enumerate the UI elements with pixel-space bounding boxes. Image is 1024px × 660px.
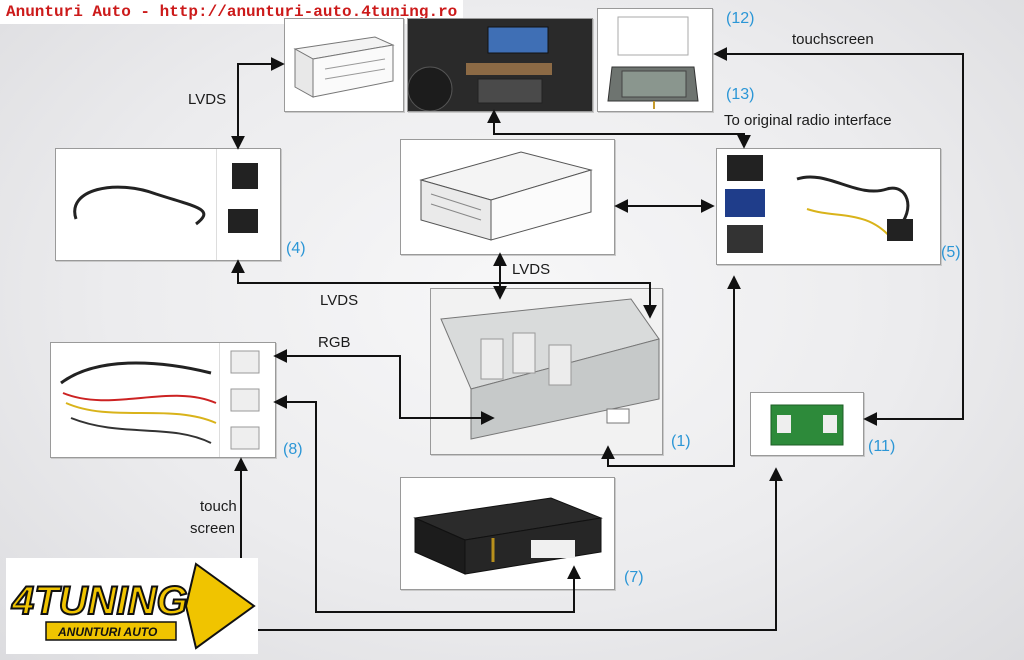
label-rgb: RGB [318,334,351,351]
video-interface-box [400,139,615,255]
label-to-original-radio: To original radio interface [724,112,892,129]
label-lvds-top: LVDS [188,91,227,108]
number-8: (8) [283,441,303,458]
wire-touch-screen [234,457,783,631]
4tuning-logo[interactable]: 4TUNING ANUNTURI AUTO [6,558,258,654]
touch-panel-image [607,16,699,109]
number-12: (12) [726,10,755,27]
svg-text:4TUNING: 4TUNING [11,579,188,623]
lvds-cable-box [55,148,281,261]
lcd-display-unit-image [293,36,395,98]
label-touchscreen: touchscreen [792,31,874,48]
label-screen: screen [190,520,236,537]
car-dashboard-box [407,18,593,112]
number-11: (11) [868,438,896,455]
svg-text:ANUNTURI AUTO: ANUNTURI AUTO [57,625,158,639]
lvds-cable-image [73,149,258,260]
video-interface-image [419,151,593,241]
number-13: (13) [726,86,755,103]
label-lvds-left: LVDS [320,292,359,309]
logo-graphic: 4TUNING ANUNTURI AUTO [6,558,258,654]
touch-panel-box [597,8,713,112]
label-touch: touch [200,498,237,515]
car-dashboard-image [407,19,592,112]
number-4: (4) [286,240,306,257]
wire-harness-navigation [273,395,581,613]
main-harness-box [50,342,276,458]
wire-dashboard-radio [487,109,751,149]
number-1: (1) [671,433,691,450]
label-lvds-mid: LVDS [512,261,551,278]
wire-touchscreen [713,47,964,426]
number-7: (7) [624,569,644,586]
wire-lvds-cable-control [231,259,657,319]
lcd-display-unit-box [284,18,404,112]
main-harness-image [60,343,260,457]
number-5: (5) [941,244,961,261]
wire-lvds-display [231,57,285,150]
wire-rgb [273,349,495,425]
site-header[interactable]: Anunturi Auto - http://anunturi-auto.4tu… [0,0,464,24]
